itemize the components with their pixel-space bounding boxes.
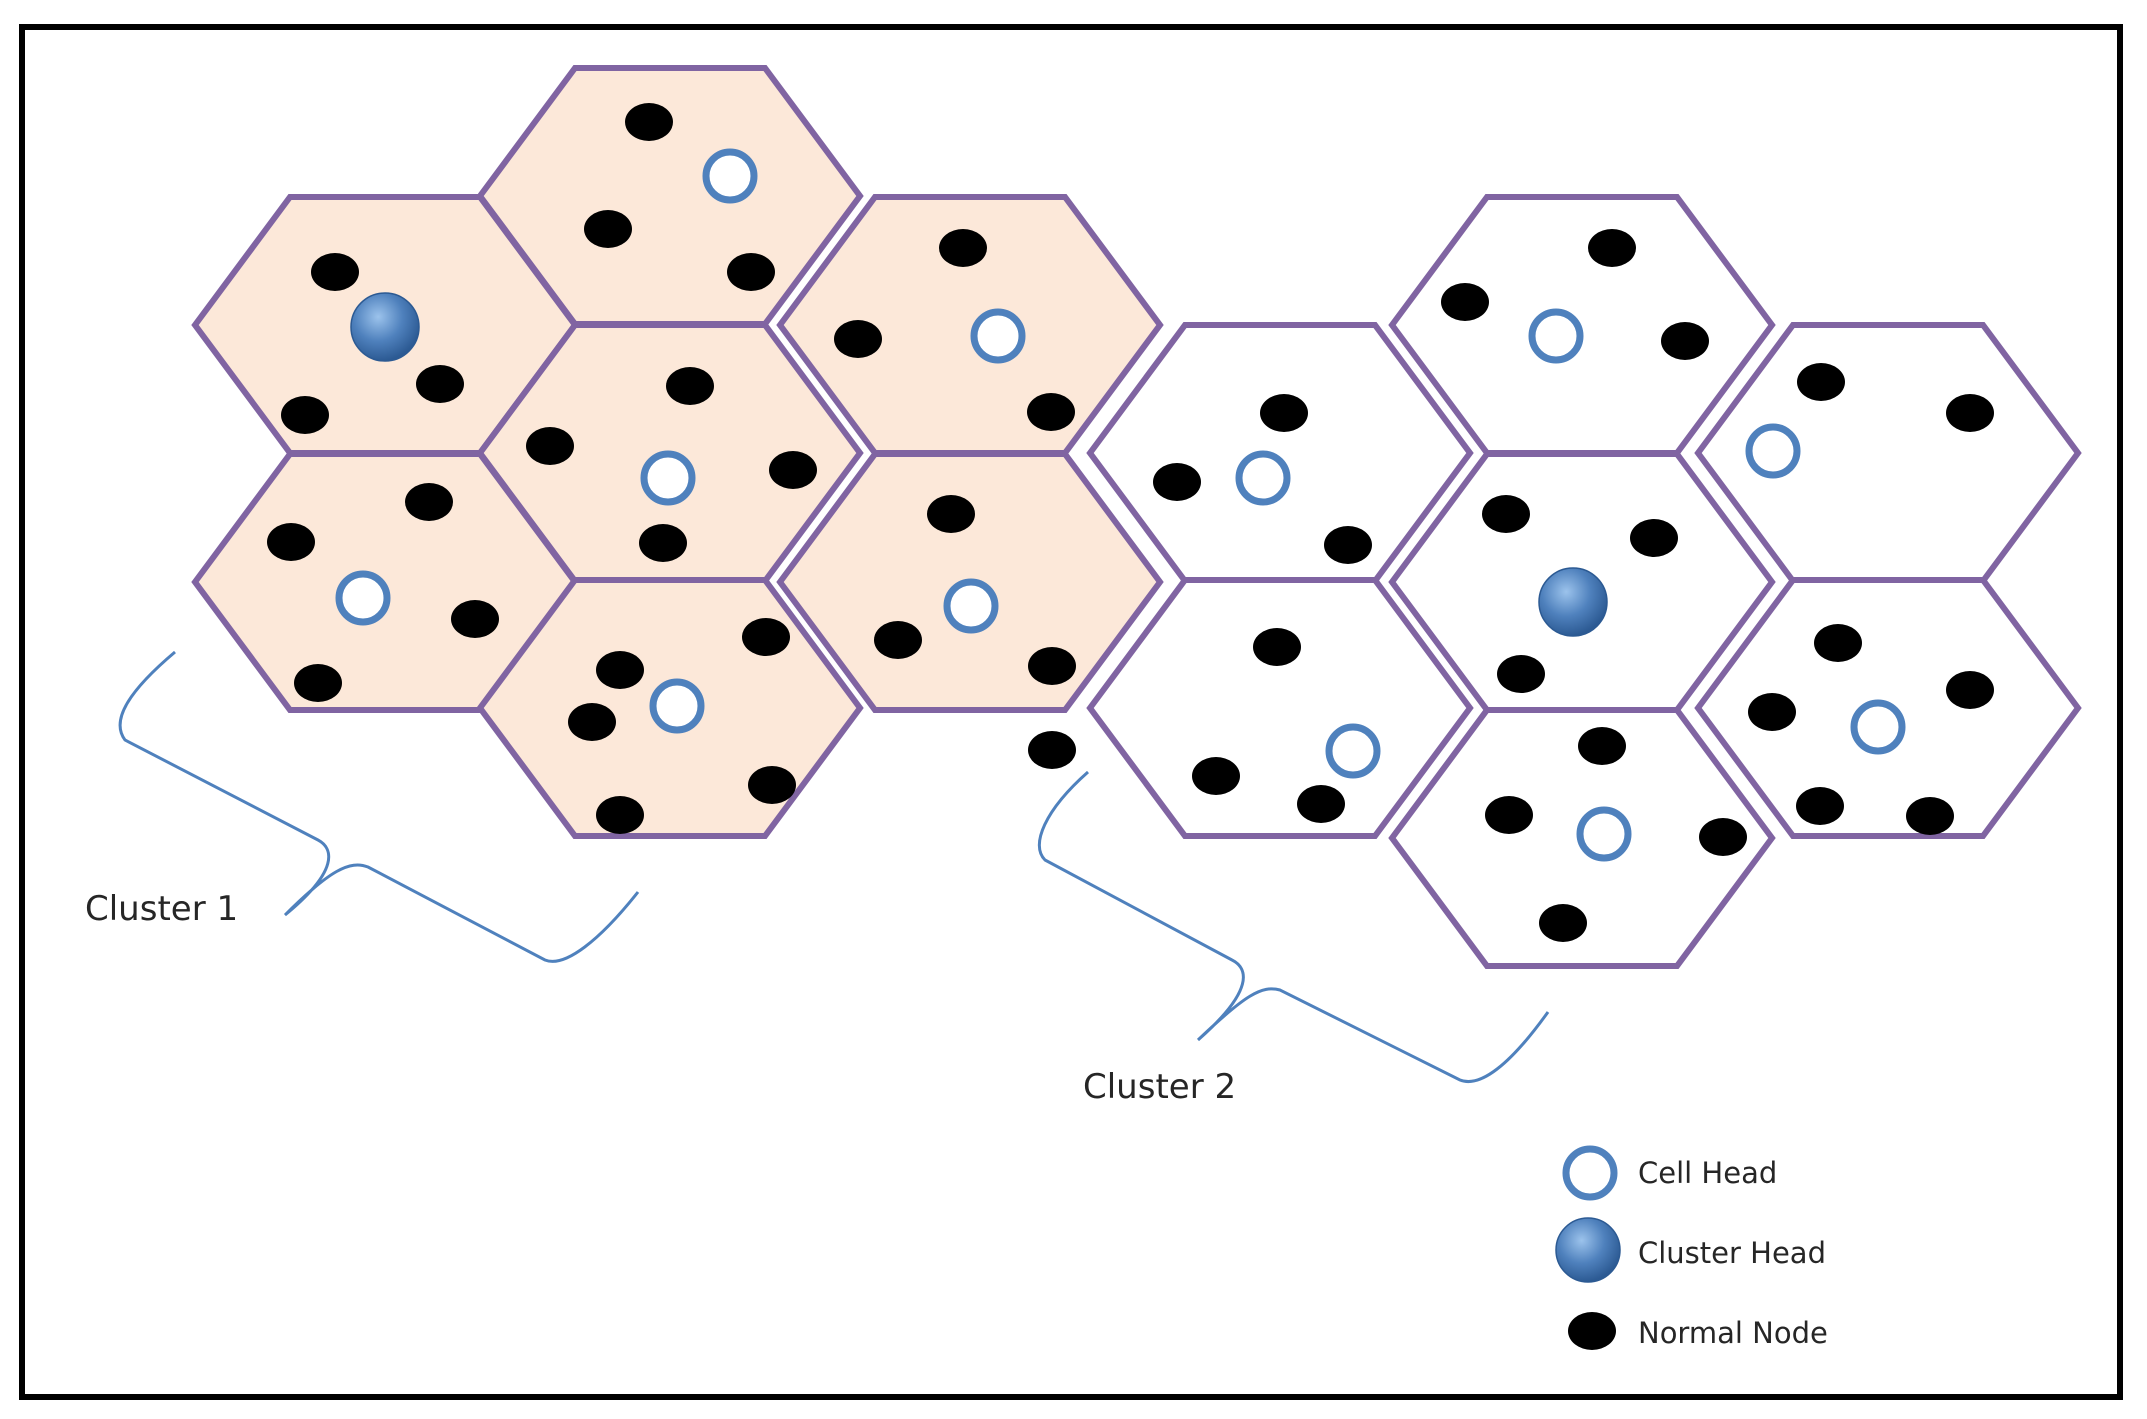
cell-head-node	[1325, 723, 1381, 779]
normal-node	[596, 651, 644, 689]
normal-node	[1797, 363, 1845, 401]
normal-node	[416, 365, 464, 403]
cell-head-node	[335, 570, 391, 626]
normal-node	[1027, 393, 1075, 431]
cluster-1-brace	[118, 650, 640, 963]
normal-node	[1441, 283, 1489, 321]
legend: Cell Head Cluster Head Normal Node	[1555, 1145, 1828, 1350]
normal-node	[405, 483, 453, 521]
normal-node	[1814, 624, 1862, 662]
normal-node	[596, 796, 644, 834]
legend-cell-head-icon	[1562, 1145, 1618, 1201]
legend-cluster-head-icon	[1555, 1217, 1621, 1283]
normal-node	[1906, 797, 1954, 835]
normal-node	[742, 618, 790, 656]
normal-node	[1630, 519, 1678, 557]
normal-node	[625, 103, 673, 141]
normal-node	[1578, 727, 1626, 765]
cluster-2-brace	[1037, 770, 1550, 1083]
legend-cluster-head-label: Cluster Head	[1638, 1236, 1826, 1270]
cell-head-node	[1576, 806, 1632, 862]
normal-node	[281, 396, 329, 434]
normal-node	[267, 523, 315, 561]
normal-node	[727, 253, 775, 291]
normal-node	[1324, 526, 1372, 564]
normal-node	[526, 427, 574, 465]
legend-normal-node-label: Normal Node	[1638, 1316, 1828, 1350]
normal-node	[1485, 796, 1533, 834]
normal-node	[748, 766, 796, 804]
normal-node	[1028, 647, 1076, 685]
normal-node	[1946, 394, 1994, 432]
legend-normal-node-icon	[1568, 1312, 1616, 1350]
cluster-head-node	[1538, 567, 1608, 637]
normal-node	[769, 451, 817, 489]
cell-head-node	[943, 578, 999, 634]
normal-node	[1748, 693, 1796, 731]
cell-head-node	[970, 308, 1026, 364]
normal-node	[1588, 229, 1636, 267]
normal-node	[1482, 495, 1530, 533]
normal-node	[584, 210, 632, 248]
normal-node	[451, 600, 499, 638]
sensor-nodes	[267, 103, 1994, 942]
cluster-head-node	[350, 292, 420, 362]
normal-node	[311, 253, 359, 291]
normal-node	[927, 495, 975, 533]
normal-node	[639, 524, 687, 562]
normal-node	[1192, 757, 1240, 795]
cell-head-node	[702, 148, 758, 204]
normal-node	[1297, 785, 1345, 823]
normal-node	[1796, 787, 1844, 825]
cluster-2-label: Cluster 2	[1083, 1067, 1236, 1107]
cell-head-node	[649, 678, 705, 734]
cell-head-node	[1528, 308, 1584, 364]
normal-node	[1260, 394, 1308, 432]
normal-node	[1946, 671, 1994, 709]
cell-head-node	[1745, 423, 1801, 479]
normal-node	[1661, 322, 1709, 360]
normal-node	[1539, 904, 1587, 942]
normal-node	[874, 621, 922, 659]
cluster-1-label: Cluster 1	[85, 889, 238, 929]
normal-node	[939, 229, 987, 267]
hex-cell-cluster-2	[1086, 577, 1474, 839]
normal-node	[1253, 628, 1301, 666]
normal-node	[1153, 463, 1201, 501]
normal-node	[1028, 731, 1076, 769]
cell-head-node	[1850, 699, 1906, 755]
normal-node	[1497, 655, 1545, 693]
normal-node	[294, 664, 342, 702]
cell-head-node	[640, 450, 696, 506]
normal-node	[834, 320, 882, 358]
cell-head-node	[1235, 450, 1291, 506]
legend-cell-head-label: Cell Head	[1638, 1156, 1777, 1190]
normal-node	[666, 367, 714, 405]
normal-node	[568, 703, 616, 741]
normal-node	[1699, 818, 1747, 856]
